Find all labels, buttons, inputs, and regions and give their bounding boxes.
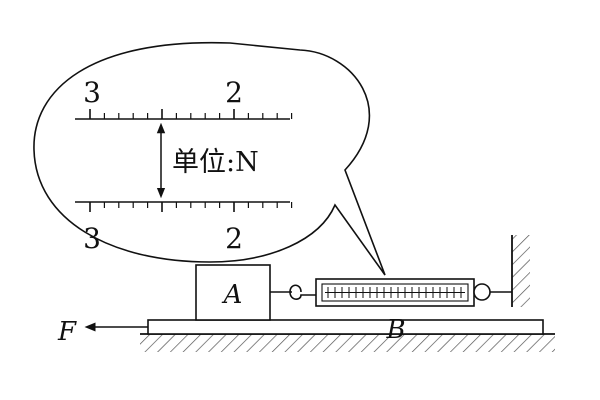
bottom-scale-right-number: 2 bbox=[225, 222, 243, 255]
ring-icon bbox=[473, 283, 491, 301]
top-scale-left-number: 3 bbox=[83, 76, 101, 109]
ground bbox=[140, 333, 555, 352]
hook-icon bbox=[289, 284, 316, 300]
block-a-label: A bbox=[222, 280, 243, 310]
board-b-label: B bbox=[385, 315, 405, 345]
top-scale-right-number: 2 bbox=[225, 76, 243, 109]
wall bbox=[511, 235, 530, 307]
force-f-label: F bbox=[57, 317, 77, 347]
unit-label: 单位:N bbox=[172, 147, 259, 178]
block-a bbox=[195, 264, 271, 321]
magnifier-bubble bbox=[33, 41, 386, 276]
top-scale: 3 2 bbox=[75, 76, 293, 120]
board-b bbox=[147, 319, 544, 335]
spring-scale bbox=[315, 278, 475, 307]
bottom-scale-left-number: 3 bbox=[83, 222, 101, 255]
bottom-scale: 3 2 bbox=[75, 201, 293, 255]
